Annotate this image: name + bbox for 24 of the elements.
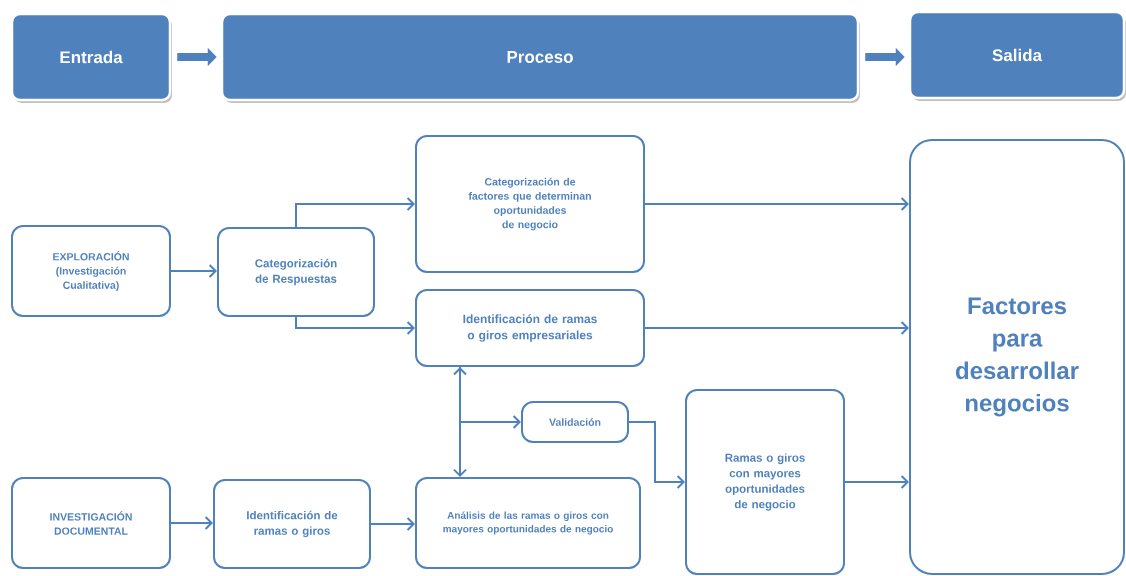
process-box: Categorización de Respuestas — [217, 227, 375, 317]
process-box: Identificación de ramas o giros — [213, 479, 371, 569]
arrow — [295, 197, 415, 228]
process-box: Factores para desarrollar negocios — [909, 139, 1125, 575]
stage-banner: Entrada — [10, 12, 172, 102]
process-box: Validación — [521, 401, 629, 443]
process-box: Análisis de las ramas o giros con mayores oportunidades de negocio — [415, 477, 641, 569]
arrow — [453, 367, 467, 477]
arrow — [628, 421, 685, 489]
stage-banner: Salida — [908, 10, 1126, 100]
arrow — [170, 516, 213, 530]
arrow — [170, 264, 217, 278]
stage-banner: Proceso — [220, 12, 860, 102]
process-box: Categorización de factores que determinan oportunidades de negocio — [415, 135, 645, 273]
arrow — [295, 316, 415, 335]
process-box: Ramas o giros con mayores oportunidades de negocio — [685, 389, 845, 575]
arrow — [644, 197, 909, 211]
process-box: INVESTIGACIÓN DOCUMENTAL — [11, 477, 171, 569]
arrow — [370, 517, 415, 531]
process-box: EXPLORACIÓN (Investigación Cualitativa) — [11, 225, 171, 317]
arrow — [844, 475, 909, 489]
arrow — [459, 366, 521, 429]
process-box: Identificación de ramas o giros empresariales — [415, 289, 645, 367]
arrow — [644, 321, 909, 335]
